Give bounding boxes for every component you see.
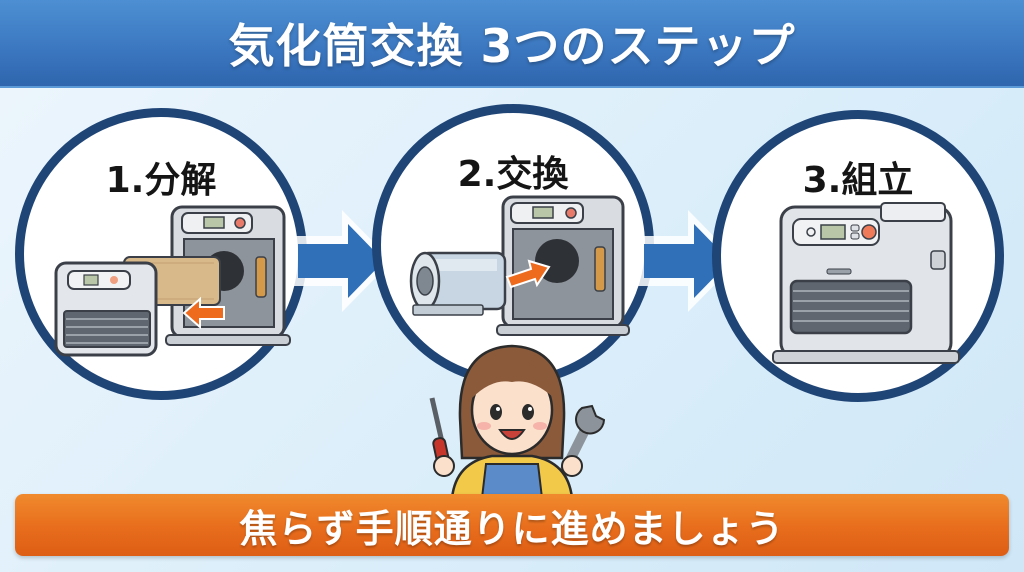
mascot-woman-with-tools [429, 344, 606, 498]
page-title: 気化筒交換 3つのステップ [228, 19, 796, 73]
vaporizer-replacement-illustration [409, 195, 630, 336]
step-1-circle: 1.分解 [15, 108, 307, 400]
step-3-title: 3.組立 [802, 160, 914, 201]
assembled-heater-illustration [772, 202, 960, 364]
step-1-title: 1.分解 [105, 160, 217, 201]
step-2-title: 2.交換 [457, 154, 569, 195]
step-2-circle: 2.交換 [372, 104, 654, 386]
heater-disassembly-illustration [54, 205, 291, 357]
blue-arrow-right-icon [290, 210, 392, 312]
bottom-banner: 焦らず手順通りに進めましょう [15, 494, 1009, 556]
header-bar: 気化筒交換 3つのステップ [0, 0, 1024, 88]
banner-message: 焦らず手順通りに進めましょう [239, 506, 785, 551]
step-3-circle: 3.組立 [712, 110, 1004, 402]
